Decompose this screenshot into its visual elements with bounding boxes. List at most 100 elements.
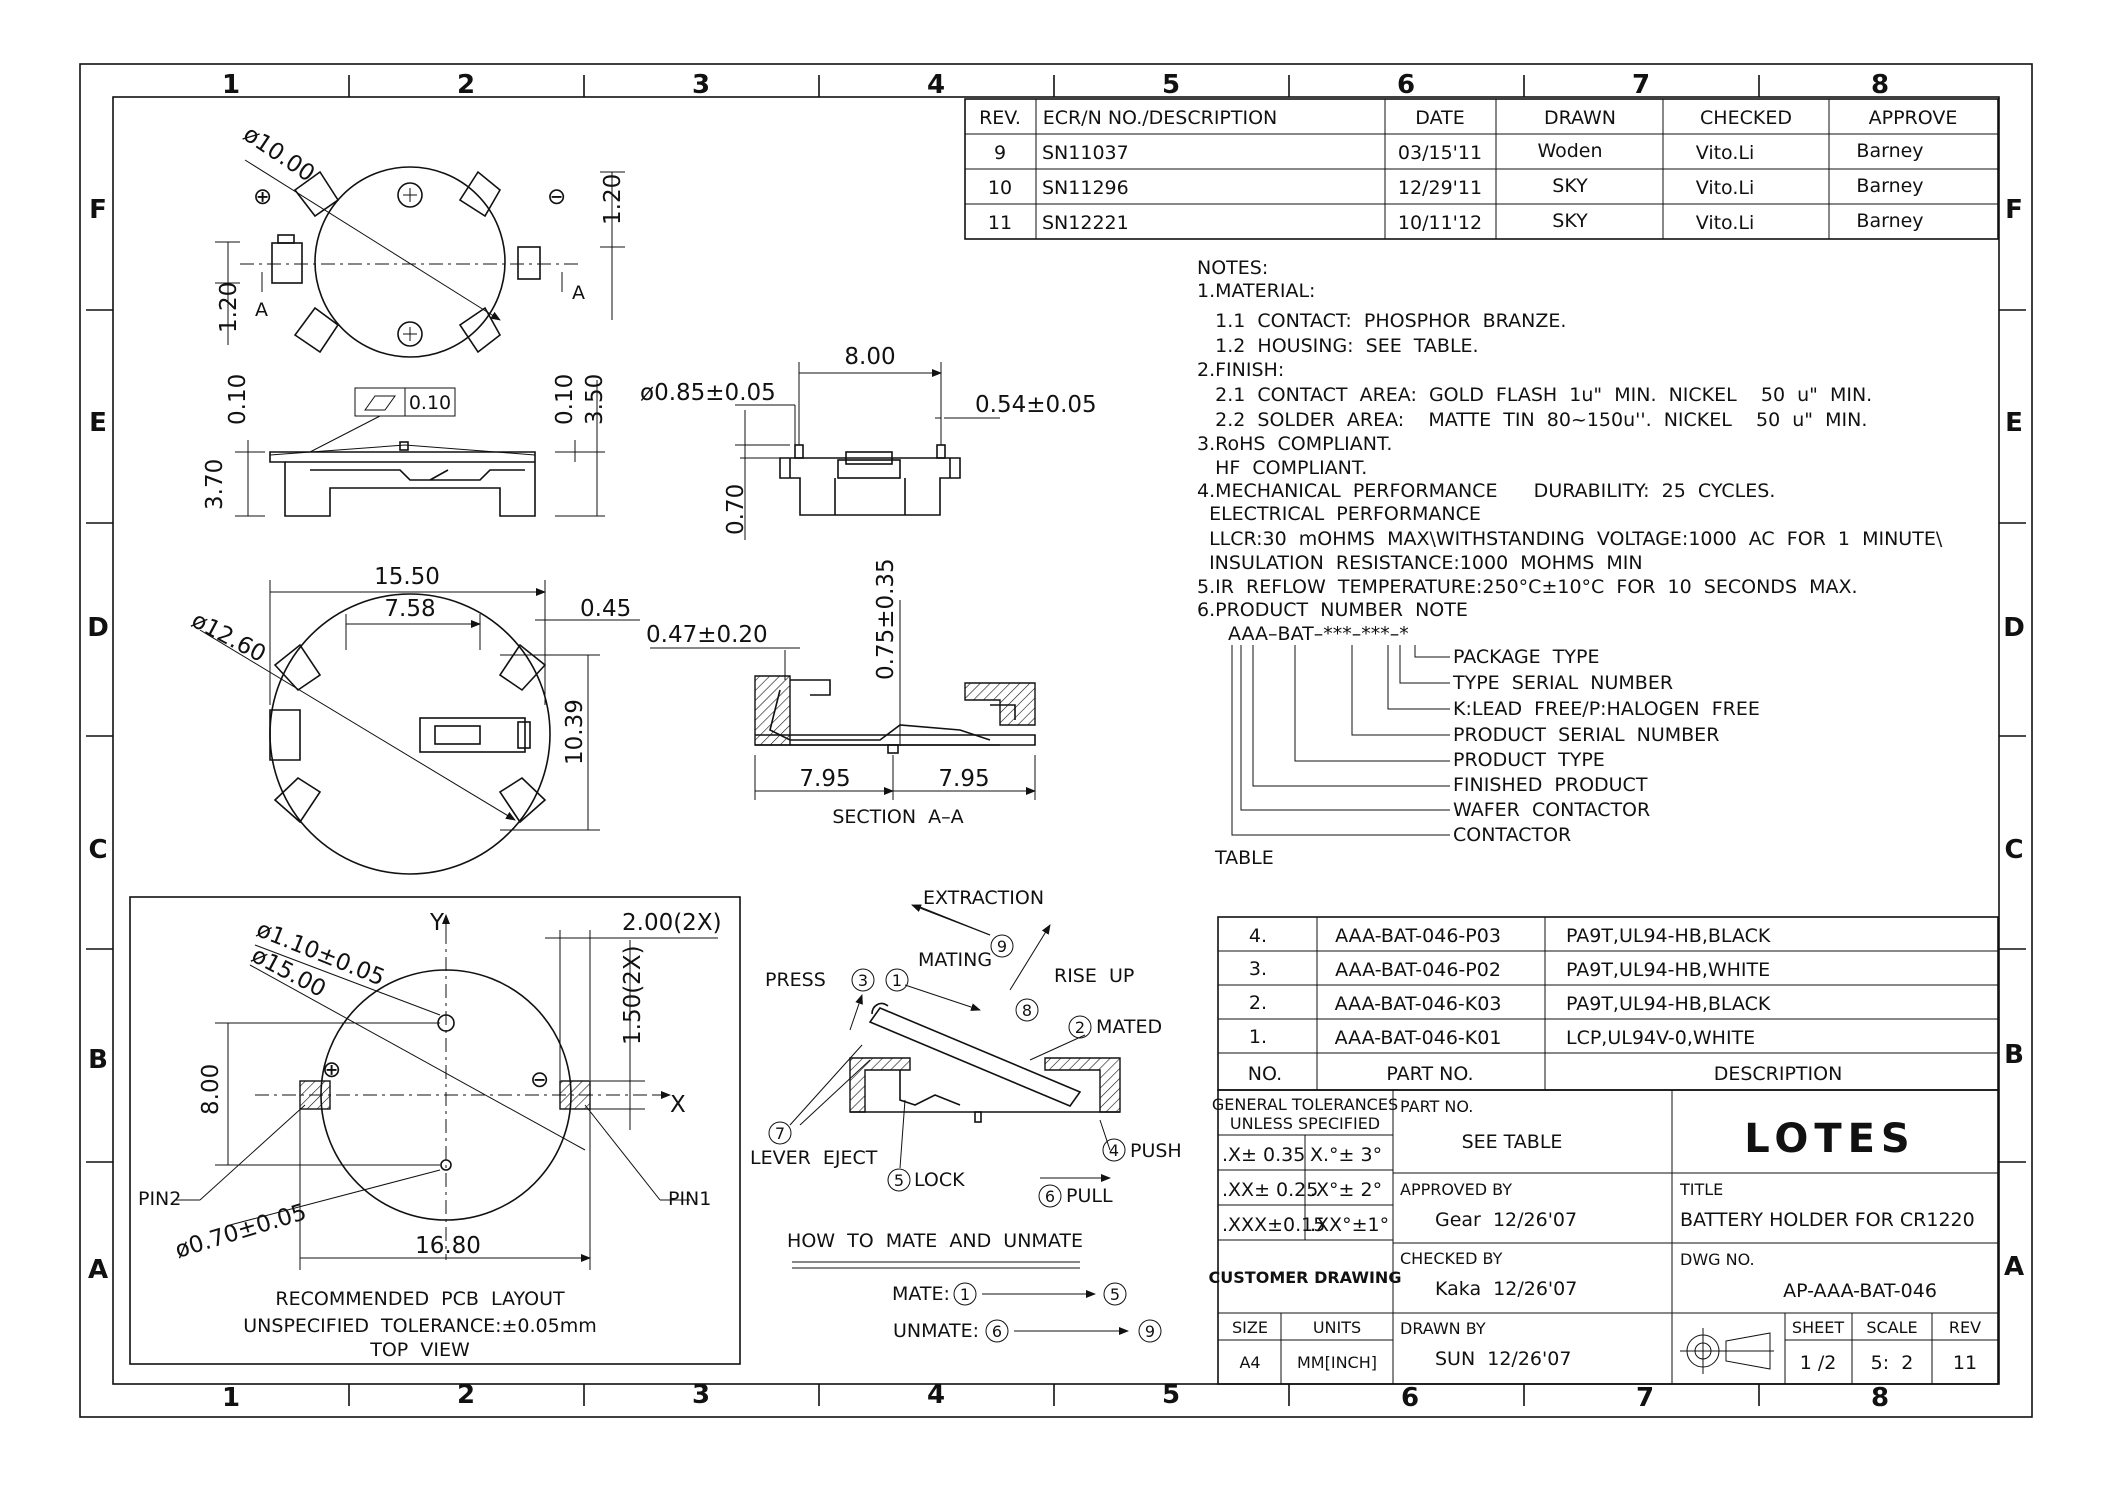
sheet-frame: 1 2 3 4 5 6 7 8 1 2 3 4 5 6 7 8 F E D C … (79, 63, 2033, 1418)
zone-col-6: 6 (1397, 70, 1415, 100)
rev-header-desc: ECR/N NO./DESCRIPTION (1043, 107, 1278, 129)
mating-label: MATING (918, 949, 992, 971)
notes-line: 3.RoHS COMPLIANT. (1197, 433, 1392, 455)
rev-row2-checked: Vito.Li (1696, 177, 1755, 199)
section-a-left: A (255, 299, 268, 321)
notes-line: 1.MATERIAL: (1197, 280, 1315, 302)
notes-line: NOTES: (1197, 257, 1268, 279)
axis-x: X (670, 1092, 686, 1118)
step-3: 3 (858, 971, 868, 990)
notes-line: 5.IR REFLOW TEMPERATURE:250°C±10°C FOR 1… (1197, 576, 1858, 598)
pn-legend-item: K:LEAD FREE/P:HALOGEN FREE (1453, 698, 1760, 720)
tb-tol-3b: .XX°±1° (1310, 1214, 1389, 1236)
section-a-a: 0.47±0.20 0.75±0.35 7.95 7.95 SECTION A–… (646, 558, 1036, 828)
notes-line: ELECTRICAL PERFORMANCE (1197, 503, 1481, 525)
dim-070: 0.70 (723, 484, 749, 535)
tb-approved-label: APPROVED BY (1400, 1180, 1512, 1199)
top-view: ø10.00 ⊕ ⊖ A A 1.20 1.20 (215, 121, 626, 358)
zone-row-c-right: C (2004, 835, 2023, 865)
zone-row-d: D (87, 613, 109, 643)
mate-step-5: 5 (1110, 1285, 1120, 1304)
dim-075: 0.75±0.35 (873, 558, 899, 680)
step-8: 8 (1022, 1001, 1032, 1020)
step-5: 5 (894, 1171, 904, 1190)
tb-tol-3: .XXX±0.15 (1222, 1214, 1325, 1236)
tb-tol-1b: X.°± 3° (1310, 1144, 1382, 1166)
rev-header-drawn: DRAWN (1544, 107, 1616, 129)
zone-col-5: 5 (1162, 70, 1180, 100)
axis-y: Y (429, 910, 445, 936)
zone-col-1-bottom: 1 (222, 1383, 240, 1413)
dim-pcb-800: 8.00 (198, 1064, 224, 1115)
rev-row2-date: 12/29'11 (1398, 177, 1482, 199)
pull-label: PULL (1066, 1185, 1113, 1207)
parts-row-pn: AAA-BAT-046-K03 (1335, 993, 1502, 1015)
projection-symbol-icon (1680, 1328, 1774, 1374)
parts-header-pn: PART NO. (1386, 1063, 1473, 1085)
zone-row-e-right: E (2005, 408, 2023, 438)
dim-1550: 15.50 (374, 564, 440, 590)
revision-table: REV. ECR/N NO./DESCRIPTION DATE DRAWN CH… (964, 98, 1999, 240)
pn-legend-item: PACKAGE TYPE (1453, 646, 1599, 668)
parts-row-no: 2. (1249, 992, 1267, 1014)
tb-drawn-value: SUN 12/26'07 (1435, 1348, 1571, 1370)
dim-120-right: 1.20 (600, 174, 626, 225)
tb-sheet-value: 1 /2 (1800, 1352, 1837, 1374)
parts-row-pn: AAA-BAT-046-K01 (1335, 1027, 1502, 1049)
tb-customer-drawing: CUSTOMER DRAWING (1209, 1268, 1402, 1287)
notes-line: 4.MECHANICAL PERFORMANCE DURABILITY: 25 … (1197, 480, 1775, 502)
dim-795-left: 7.95 (799, 766, 850, 792)
tb-part-no-label: PART NO. (1400, 1097, 1473, 1116)
dim-1680: 16.80 (415, 1233, 481, 1259)
zone-row-a: A (88, 1255, 108, 1285)
pn-legend-item: PRODUCT SERIAL NUMBER (1453, 724, 1719, 746)
zone-col-3: 3 (692, 70, 710, 100)
bottom-view: 15.50 7.58 0.45 ø12.60 10.39 (187, 564, 640, 875)
tb-sheet-label: SHEET (1792, 1318, 1844, 1337)
pcb-caption-1: RECOMMENDED PCB LAYOUT (275, 1288, 565, 1310)
tb-rev-value: 11 (1953, 1352, 1977, 1374)
notes-line: 2.2 SOLDER AREA: MATTE TIN 80~150u''. NI… (1197, 409, 1867, 431)
step-4: 4 (1109, 1141, 1119, 1160)
dim-350: 3.50 (582, 374, 608, 425)
rev-row1-desc: SN11037 (1042, 142, 1129, 164)
parts-row-desc: LCP,UL94V-0,WHITE (1566, 1027, 1755, 1049)
notes-line: HF COMPLIANT. (1197, 457, 1367, 479)
step-1: 1 (892, 971, 902, 990)
parts-header-no: NO. (1248, 1063, 1282, 1085)
mating-diagram: EXTRACTION 9 MATING PRESS 3 1 RISE UP 8 … (750, 887, 1182, 1343)
step-7: 7 (775, 1124, 785, 1143)
tb-checked-value: Kaka 12/26'07 (1435, 1278, 1577, 1300)
unmate-label: UNMATE: (893, 1320, 979, 1342)
mated-label: MATED (1096, 1016, 1162, 1038)
pcb-layout: Y X ⊕ ⊖ 2.00(2X) (129, 896, 741, 1365)
pcb-caption-3: TOP VIEW (369, 1339, 470, 1361)
rev-row3-date: 10/11'12 (1398, 212, 1482, 234)
dim-370: 3.70 (202, 459, 228, 510)
rev-row2-drawn: SKY (1552, 175, 1588, 197)
dim-054: 0.54±0.05 (975, 392, 1097, 418)
notes-line: LLCR:30 mOHMS MAX\WITHSTANDING VOLTAGE:1… (1197, 528, 1943, 550)
dim-800: 8.00 (844, 344, 895, 370)
how-to-mate-title: HOW TO MATE AND UNMATE (787, 1230, 1083, 1252)
zone-col-2-bottom: 2 (457, 1380, 475, 1410)
parts-row-no: 3. (1249, 958, 1267, 980)
dim-010-right: 0.10 (552, 374, 578, 425)
push-label: PUSH (1130, 1140, 1182, 1162)
rev-row1-checked: Vito.Li (1696, 142, 1755, 164)
dim-1039: 10.39 (562, 699, 588, 765)
dim-010-left: 0.10 (225, 374, 251, 425)
notes-line: 2.FINISH: (1197, 359, 1284, 381)
zone-col-7: 7 (1632, 70, 1650, 100)
zone-col-6-bottom: 6 (1401, 1383, 1419, 1413)
tb-drawn-label: DRAWN BY (1400, 1319, 1486, 1338)
zone-row-c: C (88, 835, 107, 865)
mate-label: MATE: (892, 1283, 950, 1305)
tb-scale-value: 5: 2 (1871, 1352, 1914, 1374)
notes-line: INSULATION RESISTANCE:1000 MOHMS MIN (1197, 552, 1643, 574)
zone-row-b-right: B (2004, 1040, 2024, 1070)
rev-row1-date: 03/15'11 (1398, 142, 1482, 164)
parts-row-pn: AAA-BAT-046-P02 (1335, 959, 1501, 981)
tb-part-no-value: SEE TABLE (1462, 1131, 1563, 1153)
rev-row1-approve: Barney (1856, 140, 1923, 162)
